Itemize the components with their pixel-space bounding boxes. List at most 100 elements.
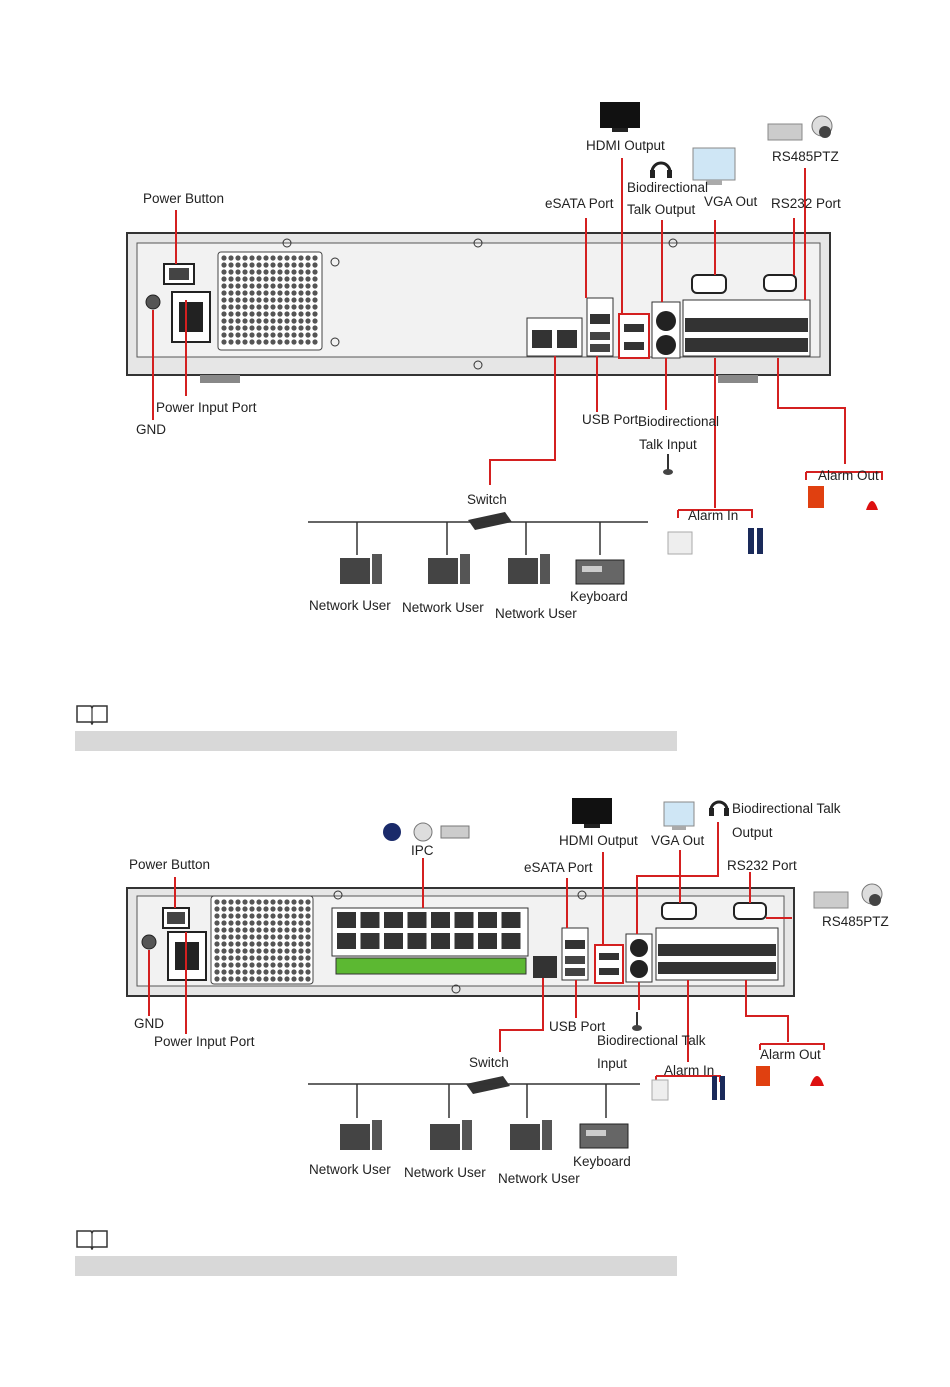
grille-hole bbox=[298, 941, 304, 947]
grille-hole bbox=[228, 899, 234, 905]
grille-hole bbox=[214, 948, 220, 954]
grille-hole bbox=[305, 283, 311, 289]
grille-hole bbox=[298, 969, 304, 975]
grille-hole bbox=[228, 311, 234, 317]
grille-hole bbox=[256, 948, 262, 954]
grille-hole bbox=[263, 969, 269, 975]
grille-hole bbox=[277, 283, 283, 289]
grille-hole bbox=[270, 927, 276, 933]
grille-hole bbox=[270, 304, 276, 310]
grille-hole bbox=[228, 948, 234, 954]
grille-hole bbox=[284, 297, 290, 303]
label-switch: Switch bbox=[467, 492, 507, 507]
grille-hole bbox=[256, 325, 262, 331]
grille-hole bbox=[298, 255, 304, 261]
grille-hole bbox=[242, 304, 248, 310]
label-gnd: GND bbox=[134, 1016, 164, 1031]
poe-port bbox=[337, 912, 356, 928]
grille-hole bbox=[291, 290, 297, 296]
grille-hole bbox=[277, 255, 283, 261]
label-hdmi-output: HDMI Output bbox=[586, 138, 665, 153]
grille-hole bbox=[214, 934, 220, 940]
grille-hole bbox=[298, 311, 304, 317]
grille-hole bbox=[242, 255, 248, 261]
grille-hole bbox=[249, 948, 255, 954]
rear-panel-diagram-1: HDMI Output RS485PTZ Biodirectional Talk… bbox=[126, 102, 883, 621]
grille-hole bbox=[270, 290, 276, 296]
grille-hole bbox=[249, 290, 255, 296]
grille-hole bbox=[312, 297, 318, 303]
grille-hole bbox=[263, 276, 269, 282]
grille-hole bbox=[235, 976, 241, 982]
label-rs232-port: RS232 Port bbox=[771, 196, 841, 211]
grille-hole bbox=[221, 941, 227, 947]
monitor-icon bbox=[692, 147, 736, 185]
grille-hole bbox=[312, 290, 318, 296]
grille-hole bbox=[263, 899, 269, 905]
grille-hole bbox=[270, 976, 276, 982]
grille-hole bbox=[235, 262, 241, 268]
grille-hole bbox=[221, 962, 227, 968]
grille-hole bbox=[284, 955, 290, 961]
grille-hole bbox=[270, 311, 276, 317]
grille-hole bbox=[242, 934, 248, 940]
label-rs232-port: RS232 Port bbox=[727, 858, 797, 873]
grille-hole bbox=[256, 962, 262, 968]
hdmi-ports-2 bbox=[594, 944, 624, 984]
grille-hole bbox=[228, 325, 234, 331]
grille-hole bbox=[242, 269, 248, 275]
grille-hole bbox=[256, 255, 262, 261]
label-alarm-in: Alarm In bbox=[688, 508, 738, 523]
grille-hole bbox=[214, 969, 220, 975]
microphone-icon bbox=[632, 1012, 642, 1031]
grille-hole bbox=[242, 899, 248, 905]
grille-hole bbox=[270, 969, 276, 975]
grille-hole bbox=[235, 899, 241, 905]
grille-hole bbox=[249, 339, 255, 345]
grille-hole bbox=[305, 906, 311, 912]
grille-hole bbox=[270, 906, 276, 912]
grille-hole bbox=[291, 941, 297, 947]
label-network-user: Network User bbox=[309, 1162, 391, 1177]
grille-hole bbox=[298, 297, 304, 303]
grille-hole bbox=[284, 262, 290, 268]
computer-icon bbox=[428, 554, 470, 584]
grille-hole bbox=[298, 304, 304, 310]
grille-hole bbox=[221, 276, 227, 282]
grille-hole bbox=[312, 276, 318, 282]
fan-grille-2 bbox=[210, 895, 314, 985]
grille-hole bbox=[305, 276, 311, 282]
label-biodirectional-talk-output: Talk Output bbox=[627, 202, 696, 217]
grille-hole bbox=[235, 318, 241, 324]
grille-hole bbox=[242, 283, 248, 289]
grille-hole bbox=[263, 255, 269, 261]
poe-port bbox=[431, 912, 450, 928]
grille-hole bbox=[305, 318, 311, 324]
grille-hole bbox=[270, 297, 276, 303]
grille-hole bbox=[221, 318, 227, 324]
vga-port-1 bbox=[691, 274, 727, 294]
grille-hole bbox=[221, 332, 227, 338]
grille-hole bbox=[305, 976, 311, 982]
grille-hole bbox=[291, 913, 297, 919]
grille-hole bbox=[284, 906, 290, 912]
grille-hole bbox=[305, 332, 311, 338]
poe-port bbox=[454, 933, 474, 949]
grille-hole bbox=[263, 304, 269, 310]
grille-hole bbox=[284, 276, 290, 282]
monitor-icon bbox=[663, 801, 695, 830]
grille-hole bbox=[235, 290, 241, 296]
grille-hole bbox=[249, 318, 255, 324]
label-switch: Switch bbox=[469, 1055, 509, 1070]
grille-hole bbox=[305, 934, 311, 940]
grille-hole bbox=[256, 927, 262, 933]
label-power-button: Power Button bbox=[129, 857, 210, 872]
grille-hole bbox=[242, 948, 248, 954]
grille-hole bbox=[221, 955, 227, 961]
grille-hole bbox=[249, 311, 255, 317]
grille-hole bbox=[228, 332, 234, 338]
grille-hole bbox=[298, 339, 304, 345]
grille-hole bbox=[242, 969, 248, 975]
grille-hole bbox=[277, 262, 283, 268]
grille-hole bbox=[235, 297, 241, 303]
